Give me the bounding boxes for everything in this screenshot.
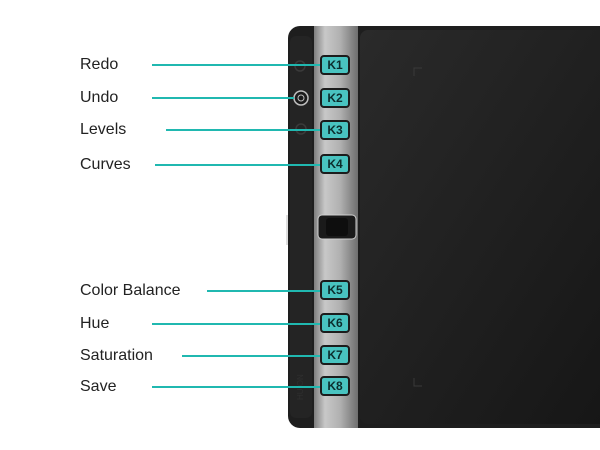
- express-key-k1[interactable]: K1: [320, 55, 350, 75]
- leader-line-levels: [166, 129, 322, 131]
- leader-line-saturation: [182, 355, 322, 357]
- label-saturation: Saturation: [80, 347, 153, 364]
- leader-line-color-balance: [207, 290, 322, 292]
- leader-line-curves: [155, 164, 322, 166]
- label-curves: Curves: [80, 156, 131, 173]
- roller-grip: [326, 218, 348, 236]
- leader-line-save: [152, 386, 322, 388]
- leader-line-undo: [152, 97, 294, 99]
- label-redo: Redo: [80, 56, 119, 73]
- label-save: Save: [80, 378, 117, 395]
- express-key-k7[interactable]: K7: [320, 345, 350, 365]
- tablet-side-edge: [290, 36, 312, 418]
- leader-line-redo: [152, 64, 322, 66]
- label-levels: Levels: [80, 121, 127, 138]
- express-key-k5[interactable]: K5: [320, 280, 350, 300]
- express-key-k8[interactable]: K8: [320, 376, 350, 396]
- label-color-balance: Color Balance: [80, 282, 181, 299]
- label-hue: Hue: [80, 315, 110, 332]
- corner-mark-top-left: [413, 67, 422, 76]
- express-key-k6[interactable]: K6: [320, 313, 350, 333]
- power-button-core: [297, 94, 305, 102]
- corner-mark-bottom-left: [413, 378, 422, 387]
- indicator-icon: [294, 60, 306, 72]
- express-key-k4[interactable]: K4: [320, 154, 350, 174]
- express-key-k3[interactable]: K3: [320, 120, 350, 140]
- leader-line-hue: [152, 323, 322, 325]
- drawing-area: [360, 30, 600, 424]
- label-undo: Undo: [80, 89, 119, 106]
- express-key-k2[interactable]: K2: [320, 88, 350, 108]
